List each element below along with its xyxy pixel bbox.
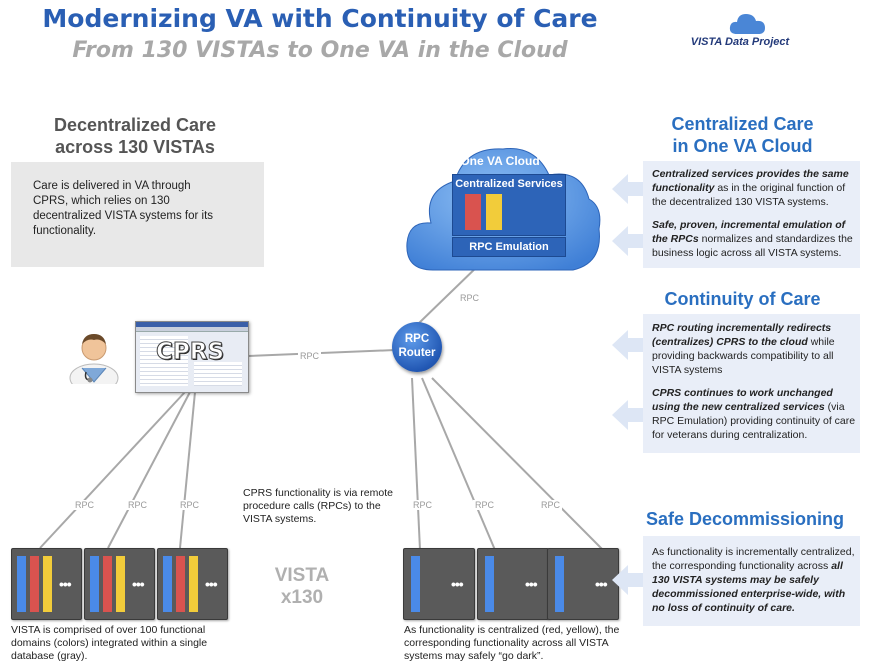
doctor-icon — [69, 334, 119, 384]
rpc-emulation-box: RPC Emulation — [452, 237, 566, 257]
arrow-left-icon — [612, 565, 644, 595]
cloud-title: One VA Cloud — [460, 154, 540, 168]
continuity-heading: Continuity of Care — [664, 289, 821, 309]
rpc-label-vista-3: RPC — [178, 500, 202, 510]
more-domains-icon: ••• — [595, 576, 608, 592]
cloud-logo-icon — [729, 14, 765, 34]
blue-domain-stripe — [411, 556, 420, 612]
rpc-label-cloud: RPC — [458, 293, 482, 303]
more-domains-icon: ••• — [205, 576, 218, 592]
rpc-label-vista-6: RPC — [539, 500, 563, 510]
rpc-router: RPC Router — [392, 322, 442, 372]
vista-count-label: VISTA x130 — [274, 565, 330, 608]
rpc-explanation: CPRS functionality is via remote procedu… — [243, 487, 393, 525]
centralized-care-heading: Centralized Care in One VA Cloud — [671, 114, 814, 156]
decommission-heading: Safe Decommissioning — [645, 509, 845, 529]
continuity-box: RPC routing incrementally redirects (cen… — [643, 314, 860, 453]
cprs-toolbar — [136, 327, 248, 332]
vista-server-right-3: ••• — [547, 548, 619, 620]
rpc-label-vista-4: RPC — [411, 500, 435, 510]
rpc-label-vista-5: RPC — [473, 500, 497, 510]
yellow-domain-stripe — [189, 556, 198, 612]
more-domains-icon: ••• — [59, 576, 72, 592]
more-domains-icon: ••• — [132, 576, 145, 592]
red-domain-stripe — [176, 556, 185, 612]
red-domain-bar — [465, 194, 481, 230]
red-domain-stripe — [30, 556, 39, 612]
red-domain-stripe — [103, 556, 112, 612]
centralized-services-label: Centralized Services — [455, 178, 563, 190]
page-title: Modernizing VA with Continuity of Care — [42, 4, 598, 33]
more-domains-icon: ••• — [525, 576, 538, 592]
brand-label: VISTA Data Project — [690, 36, 790, 48]
go-dark-caption: As functionality is centralized (red, ye… — [404, 624, 620, 662]
page-subtitle: From 130 VISTAs to One VA in the Cloud — [72, 38, 568, 63]
decentralized-description: Care is delivered in VA through CPRS, wh… — [11, 162, 264, 267]
cprs-titlebar — [136, 322, 248, 327]
yellow-domain-stripe — [43, 556, 52, 612]
arrow-left-icon — [612, 226, 644, 256]
arrow-left-icon — [612, 174, 644, 204]
blue-domain-stripe — [485, 556, 494, 612]
decentralized-heading: Decentralized Care across 130 VISTAs — [53, 115, 217, 157]
vista-server-left-1: ••• — [11, 548, 82, 620]
vista-server-right-2: ••• — [477, 548, 549, 620]
blue-domain-stripe — [163, 556, 172, 612]
vista-server-right-1: ••• — [403, 548, 475, 620]
centralized-services-box: Centralized Services — [452, 174, 566, 236]
blue-domain-stripe — [90, 556, 99, 612]
cprs-panel — [140, 336, 188, 386]
arrow-left-icon — [612, 330, 644, 360]
more-domains-icon: ••• — [451, 576, 464, 592]
blue-domain-stripe — [555, 556, 564, 612]
yellow-domain-stripe — [116, 556, 125, 612]
cprs-label: CPRS — [155, 339, 225, 366]
vista-server-left-2: ••• — [84, 548, 155, 620]
rpc-label-vista-1: RPC — [73, 500, 97, 510]
vista-composition-caption: VISTA is comprised of over 100 functiona… — [11, 624, 208, 662]
rpc-label-cprs: RPC — [298, 351, 322, 361]
arrow-left-icon — [612, 400, 644, 430]
yellow-domain-bar — [486, 194, 502, 230]
centralized-care-box: Centralized services provides the same f… — [643, 161, 860, 268]
rpc-label-vista-2: RPC — [126, 500, 150, 510]
cprs-panel-right — [194, 362, 242, 386]
cprs-screenshot: CPRS — [135, 321, 249, 393]
blue-domain-stripe — [17, 556, 26, 612]
vista-server-left-3: ••• — [157, 548, 228, 620]
decommission-box: As functionality is incrementally centra… — [643, 536, 860, 626]
